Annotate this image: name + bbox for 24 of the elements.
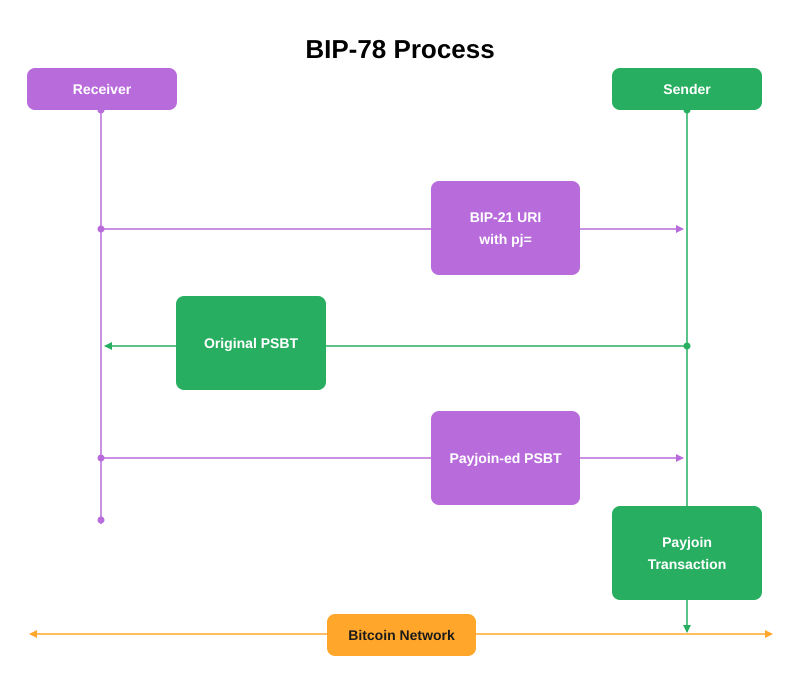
actor-box [612,68,762,110]
process-box [612,506,762,600]
network-box [327,614,476,656]
box-label: BIP-21 URI with pj= [468,208,542,249]
message-box [431,181,580,275]
arrow [476,630,773,638]
actor-box [27,68,177,110]
connector-line [98,226,431,232]
box-label: Sender [663,80,711,99]
diagram-title: BIP-78 Process [305,33,495,66]
box-label: Original PSBT [204,334,298,353]
message-box [431,411,580,505]
arrow [29,630,327,638]
arrow [104,342,176,350]
box-label: Bitcoin Network [348,626,455,645]
box-label: Payjoin-ed PSBT [449,449,562,468]
connector-line [326,342,690,350]
arrow [580,225,684,233]
arrow [683,600,691,633]
box-label: Payjoin Transaction [646,533,728,574]
connector-line [98,454,431,462]
arrow [580,454,684,462]
box-label: Receiver [72,80,132,99]
message-box [176,296,326,390]
